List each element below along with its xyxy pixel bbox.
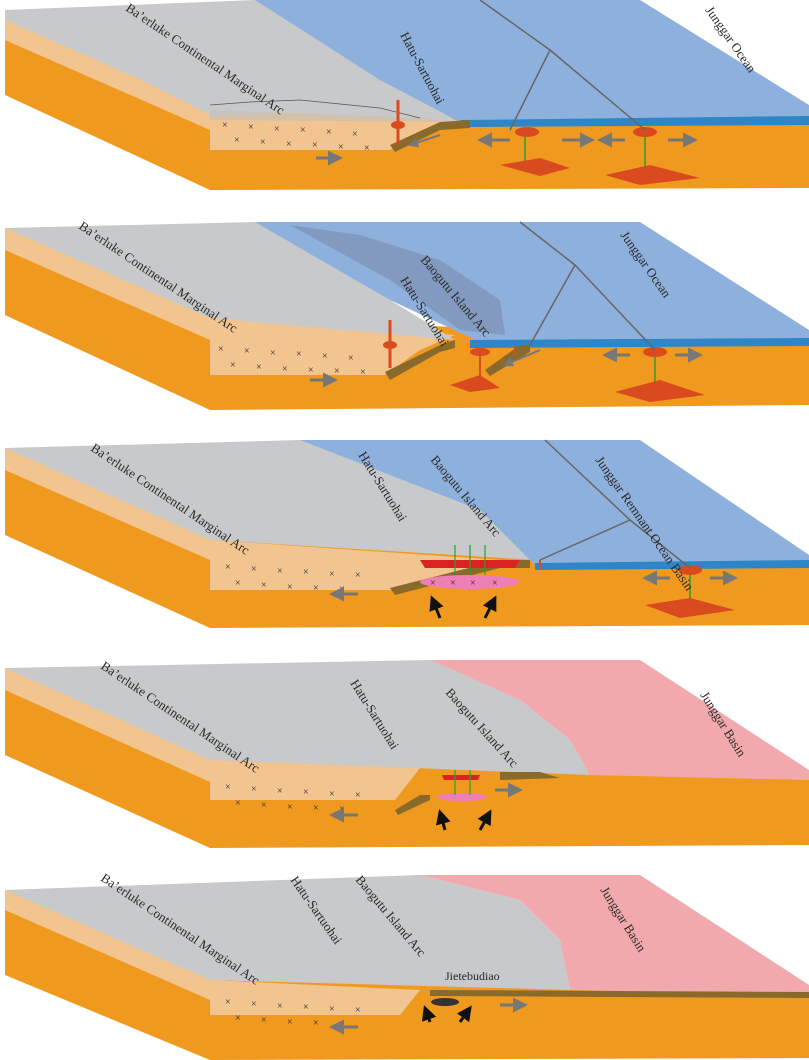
panel-stage-1: ×××××× ×××××× Ba’erluke Continental Marg… — [5, 0, 809, 190]
svg-text:×: × — [360, 367, 366, 378]
svg-text:×: × — [329, 569, 335, 580]
svg-text:×: × — [355, 570, 361, 581]
svg-text:×: × — [235, 1013, 241, 1024]
label-jietebudiao: Jietebudiao — [445, 969, 500, 983]
svg-text:×: × — [274, 124, 280, 135]
svg-text:×: × — [339, 804, 345, 815]
svg-text:×: × — [313, 583, 319, 594]
svg-text:×: × — [261, 580, 267, 591]
svg-text:×: × — [364, 143, 370, 154]
svg-text:×: × — [287, 802, 293, 813]
svg-text:×: × — [329, 1004, 335, 1015]
svg-text:×: × — [303, 1002, 309, 1013]
svg-text:×: × — [313, 803, 319, 814]
svg-text:×: × — [348, 353, 354, 364]
svg-text:×: × — [256, 362, 262, 373]
svg-text:×: × — [303, 787, 309, 798]
svg-text:×: × — [251, 999, 257, 1010]
svg-text:×: × — [225, 782, 231, 793]
svg-text:×: × — [261, 1015, 267, 1026]
svg-text:×: × — [492, 578, 498, 589]
svg-text:×: × — [251, 564, 257, 575]
svg-text:×: × — [329, 789, 335, 800]
svg-text:×: × — [277, 566, 283, 577]
svg-text:×: × — [218, 344, 224, 355]
svg-text:×: × — [287, 1017, 293, 1028]
svg-text:×: × — [251, 784, 257, 795]
svg-text:×: × — [355, 1005, 361, 1016]
svg-text:×: × — [338, 142, 344, 153]
svg-text:×: × — [260, 137, 266, 148]
svg-text:×: × — [326, 127, 332, 138]
svg-text:×: × — [261, 800, 267, 811]
panel-stage-2: ×××××× ×××××× Ba’erluke Continental Marg… — [5, 218, 809, 410]
svg-text:×: × — [222, 120, 228, 131]
svg-text:×: × — [300, 125, 306, 136]
panel-stage-3: ×××××× ××××× ×××× Ba’erluke Continental … — [5, 439, 809, 628]
svg-text:×: × — [277, 1001, 283, 1012]
svg-text:×: × — [430, 578, 436, 589]
svg-text:×: × — [234, 135, 240, 146]
svg-text:×: × — [225, 562, 231, 573]
svg-text:×: × — [270, 348, 276, 359]
svg-text:×: × — [248, 122, 254, 133]
svg-text:×: × — [282, 364, 288, 375]
panel-stage-5: ×××××× ××××× Ba’erluke Continental Margi… — [5, 870, 809, 1060]
svg-text:×: × — [355, 790, 361, 801]
svg-text:×: × — [334, 366, 340, 377]
svg-text:×: × — [225, 997, 231, 1008]
panel-stage-4: ×××××× ××××× Ba’erluke Continental Margi… — [5, 658, 809, 848]
svg-text:×: × — [296, 349, 302, 360]
svg-text:×: × — [244, 346, 250, 357]
svg-text:×: × — [235, 578, 241, 589]
svg-text:×: × — [322, 351, 328, 362]
svg-text:×: × — [470, 578, 476, 589]
svg-text:×: × — [313, 1018, 319, 1029]
svg-text:×: × — [230, 360, 236, 371]
svg-text:×: × — [450, 578, 456, 589]
svg-text:×: × — [308, 365, 314, 376]
svg-text:×: × — [286, 139, 292, 150]
granite-x-pattern: × × × × × × × × × × × × — [222, 120, 370, 154]
svg-text:×: × — [277, 786, 283, 797]
svg-text:×: × — [287, 582, 293, 593]
svg-text:×: × — [312, 140, 318, 151]
svg-text:×: × — [303, 567, 309, 578]
svg-text:×: × — [352, 129, 358, 140]
svg-text:×: × — [235, 798, 241, 809]
